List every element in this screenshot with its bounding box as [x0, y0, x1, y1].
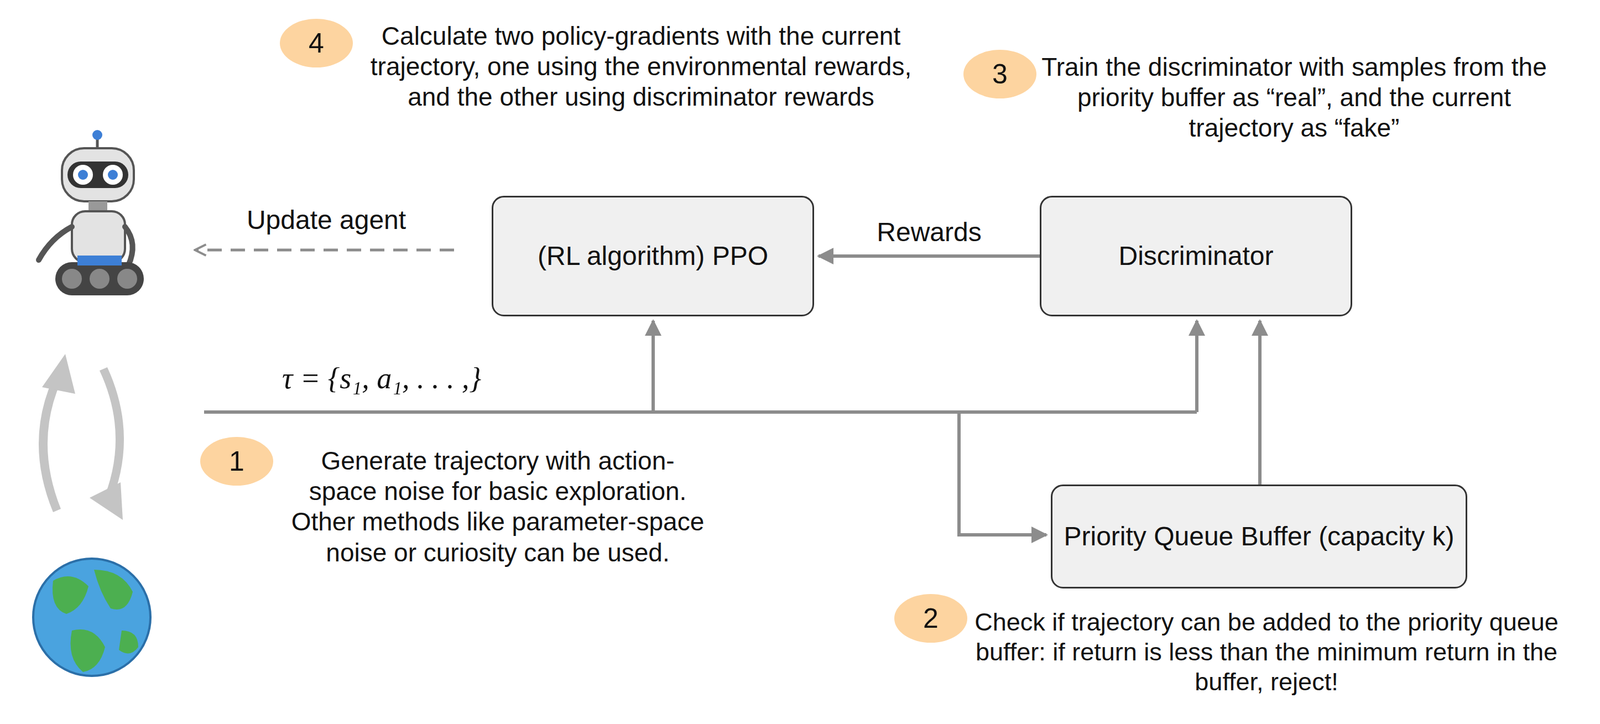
box-text: Priority Queue Buffer (capacity k) — [1052, 514, 1466, 559]
callout-number: 1 — [228, 444, 245, 478]
step-note: Check if trajectory can be added to the … — [942, 607, 1591, 697]
callout-number: 3 — [992, 57, 1008, 91]
step-note: Calculate two policy-gradients with the … — [361, 21, 921, 113]
update-arrow — [196, 248, 455, 252]
box-text: (RL algorithm) PPO — [526, 233, 780, 279]
step-note: Train the discriminator with samples fro… — [1036, 51, 1552, 144]
globe-illustration — [33, 558, 151, 676]
connector-arrow — [1258, 320, 1262, 485]
step-note: Generate trajectory with action-space no… — [287, 445, 708, 568]
callout-number: 4 — [308, 26, 325, 60]
cycle-arrows — [38, 353, 124, 520]
trajectory-label: τ = {s₁, a₁, . . . ,} — [282, 360, 482, 397]
callout-ovals — [200, 18, 1037, 643]
box-text: Discriminator — [1107, 233, 1285, 279]
update-label: Update agent — [246, 204, 406, 237]
callout-number: 2 — [923, 601, 939, 635]
process-box: (RL algorithm) PPO — [491, 195, 815, 317]
process-box: Discriminator — [1039, 195, 1353, 317]
robot-illustration — [38, 129, 144, 296]
edge-label: Rewards — [876, 216, 982, 249]
connector-arrow — [818, 254, 1040, 258]
buffer-box: Priority Queue Buffer (capacity k) — [1050, 484, 1468, 589]
